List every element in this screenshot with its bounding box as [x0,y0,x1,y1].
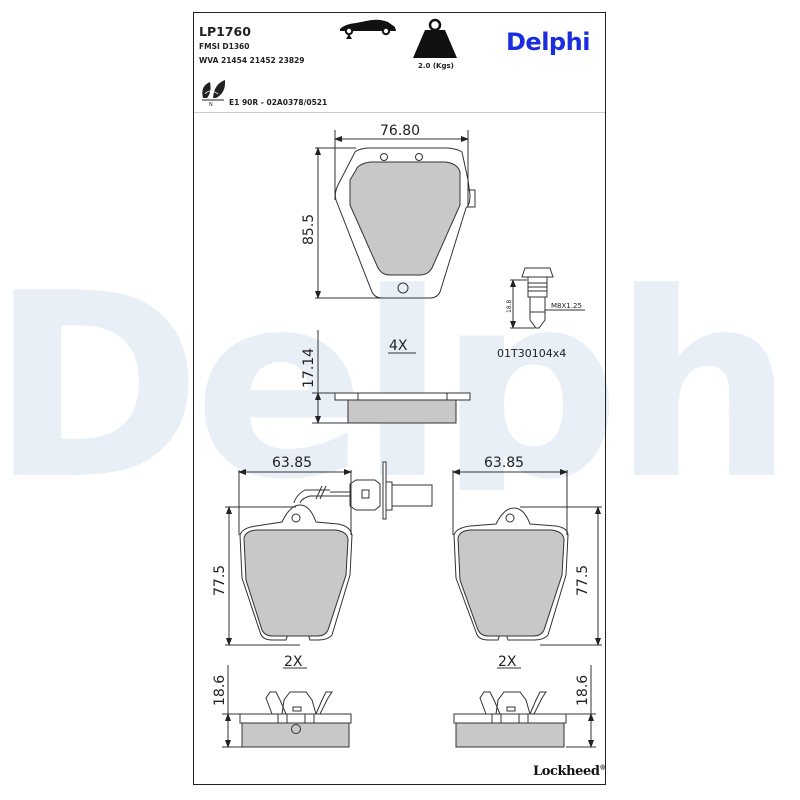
top-pad-side-view [334,392,471,424]
right-pad-side-view [453,691,567,748]
manufacturer-logo: Lockheed® [533,764,606,779]
weight-icon [413,18,457,58]
bolt-drawing [510,267,585,329]
right-pad-width-label: 63.85 [484,455,524,471]
eco-leaf-icon: N [202,80,226,108]
svg-text:N: N [209,102,213,108]
top-pad-quantity-label: 4X [389,338,408,354]
delphi-watermark: Delphi [0,270,800,490]
top-pad-height-label: 85.5 [301,214,317,245]
bolt-length-label: 18.8 [506,299,513,313]
left-pad-quantity-label: 2X [284,654,303,670]
car-axle-icon [340,19,396,39]
bolt-thread-label: M8X1.25 [551,302,582,310]
right-pad-face-view [453,507,569,641]
top-pad-thickness-label: 17.14 [301,348,317,388]
left-pad-height-label: 77.5 [212,565,228,596]
top-pad-face-view [334,147,476,299]
bolt-code-label: 01T30104x4 [497,347,566,360]
header-divider [194,112,605,113]
part-number: LP1760 [199,24,251,39]
left-pad-width-label: 63.85 [272,455,312,471]
left-pad-face-view [239,461,433,641]
wva-codes: WVA 21454 21452 23829 [199,56,305,65]
brand-logo: Delphi [506,28,590,56]
right-pad-thickness-label: 18.6 [575,675,591,706]
weight-value: 2.0 (Kgs) [418,62,454,70]
right-pad-height-label: 77.5 [575,565,591,596]
left-pad-side-view [239,691,352,748]
fmsi-code: FMSI D1360 [199,42,250,51]
top-pad-width-label: 76.80 [380,123,420,139]
left-pad-thickness-label: 18.6 [212,675,228,706]
svg-text:Delphi: Delphi [0,270,800,490]
eco-approval: E1 90R - 02A0378/0521 [229,98,328,107]
drawing-frame [193,12,606,785]
right-pad-quantity-label: 2X [498,654,517,670]
